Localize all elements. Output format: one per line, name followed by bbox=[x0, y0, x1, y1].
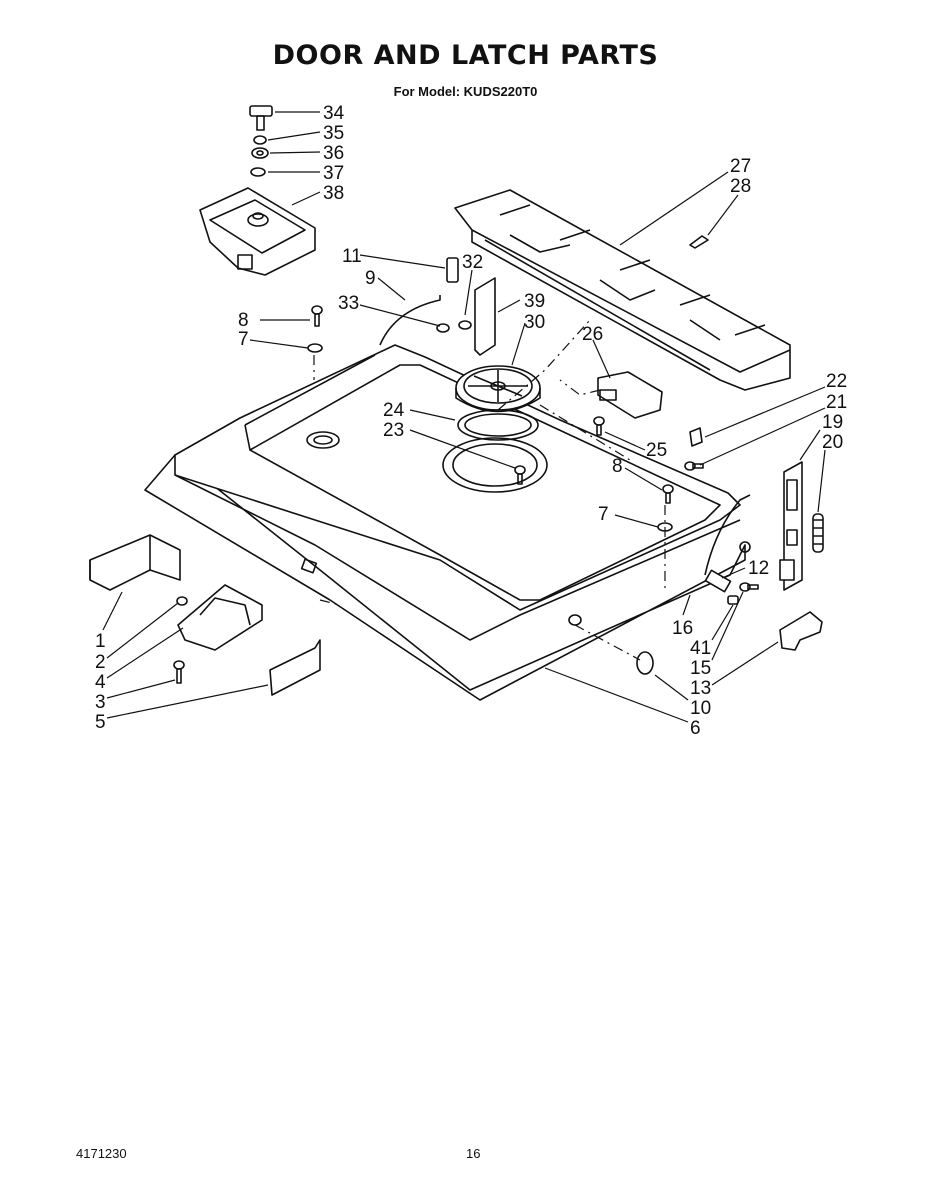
clip-part-11 bbox=[446, 257, 459, 283]
callout-23: 23 bbox=[383, 420, 404, 441]
document-number: 4171230 bbox=[76, 1146, 127, 1161]
callout-36: 36 bbox=[323, 143, 344, 164]
callout-15: 15 bbox=[690, 658, 711, 679]
callout-28: 28 bbox=[730, 176, 751, 197]
callout-26: 26 bbox=[582, 324, 603, 345]
callout-35: 35 bbox=[323, 123, 344, 144]
callout-30: 30 bbox=[524, 312, 545, 333]
callout-37: 37 bbox=[323, 163, 344, 184]
callout-8a: 8 bbox=[238, 310, 249, 331]
callout-25: 25 bbox=[646, 440, 667, 461]
callout-11: 11 bbox=[342, 246, 362, 267]
latch-housing-part-38 bbox=[199, 187, 316, 276]
callout-34: 34 bbox=[323, 103, 345, 124]
bracket-part-26 bbox=[597, 371, 663, 419]
callout-labels: 34 35 36 37 38 27 28 11 32 9 39 8 33 30 … bbox=[95, 103, 847, 739]
callout-19: 19 bbox=[822, 412, 843, 433]
callout-41: 41 bbox=[690, 638, 711, 659]
callout-27: 27 bbox=[730, 156, 751, 177]
callout-38: 38 bbox=[323, 183, 344, 204]
model-subtitle: For Model: KUDS220T0 bbox=[393, 84, 538, 99]
callout-13: 13 bbox=[690, 678, 711, 699]
wheel-part-30 bbox=[455, 365, 541, 441]
callout-7a: 7 bbox=[238, 329, 249, 350]
page-title: DOOR AND LATCH PARTS bbox=[272, 40, 659, 71]
callout-10: 10 bbox=[690, 698, 711, 719]
callout-2: 2 bbox=[95, 652, 106, 673]
callout-16: 16 bbox=[672, 618, 693, 639]
callout-6: 6 bbox=[690, 718, 701, 739]
callout-4: 4 bbox=[95, 672, 106, 693]
left-side-parts bbox=[89, 534, 321, 696]
latch-knob-stack bbox=[249, 105, 273, 177]
callout-3: 3 bbox=[95, 692, 106, 713]
plate-part-39 bbox=[474, 277, 496, 356]
right-side-parts bbox=[636, 427, 824, 675]
leader-lines bbox=[102, 111, 826, 723]
callout-1: 1 bbox=[95, 631, 106, 652]
callout-32: 32 bbox=[462, 252, 483, 273]
callout-39: 39 bbox=[524, 291, 545, 312]
alignment-lines bbox=[313, 319, 666, 661]
callout-22: 22 bbox=[826, 371, 847, 392]
callout-33: 33 bbox=[338, 293, 359, 314]
callout-7b: 7 bbox=[598, 504, 609, 525]
vent-assembly-part-27 bbox=[454, 189, 791, 391]
callout-12: 12 bbox=[748, 558, 769, 579]
callout-9: 9 bbox=[365, 268, 376, 289]
callout-21: 21 bbox=[826, 392, 847, 413]
callout-5: 5 bbox=[95, 712, 106, 733]
callout-8b: 8 bbox=[612, 456, 623, 477]
callout-24: 24 bbox=[383, 400, 405, 421]
callout-20: 20 bbox=[822, 432, 843, 453]
page-number: 16 bbox=[466, 1146, 481, 1161]
door-panel bbox=[144, 295, 751, 701]
